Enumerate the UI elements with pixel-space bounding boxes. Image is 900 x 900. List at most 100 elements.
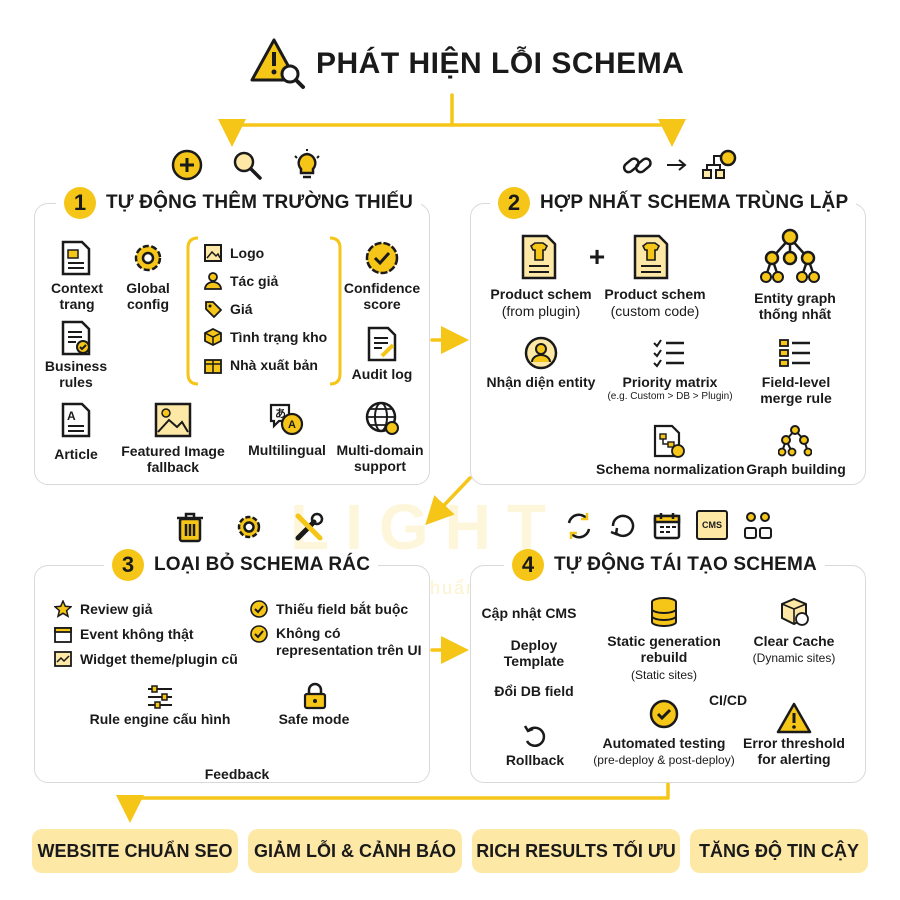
junk-label: Review giả bbox=[80, 601, 153, 617]
entity-user-icon bbox=[524, 336, 558, 370]
svg-text:あ: あ bbox=[275, 407, 286, 420]
normalization-icon bbox=[653, 424, 685, 458]
junk-label: Không có representation trên UI bbox=[276, 625, 422, 658]
cms-icon: CMS bbox=[696, 510, 728, 540]
normalization-label: Schema normalization bbox=[596, 461, 745, 477]
featured-image-label: Featured Image fallback bbox=[121, 443, 225, 475]
check-circle-icon bbox=[250, 625, 268, 643]
custom-schema-sub: (custom code) bbox=[610, 303, 700, 319]
panel2-number: 2 bbox=[498, 187, 530, 219]
calendar-icon bbox=[54, 627, 72, 643]
field-logo: Logo bbox=[204, 244, 264, 262]
field-price: Giá bbox=[204, 300, 253, 318]
field-label: Giá bbox=[230, 301, 253, 317]
entity-graph-label: Entity graph thống nhất bbox=[754, 290, 836, 322]
gear-icon bbox=[134, 244, 162, 272]
junk-label: Widget theme/plugin cũ bbox=[80, 651, 238, 667]
global-config-label: Global config bbox=[126, 280, 170, 312]
junk-fake-event: Event không thật bbox=[54, 625, 194, 643]
user-icon bbox=[204, 272, 222, 290]
priority-list-icon bbox=[653, 339, 684, 368]
multi-domain-label: Multi-domain support bbox=[336, 442, 424, 474]
badge-check-icon bbox=[365, 241, 399, 275]
translate-icon: あA bbox=[269, 403, 304, 436]
plus-sign: + bbox=[588, 241, 606, 272]
panel3-header: 3 LOẠI BỎ SCHEMA RÁC bbox=[104, 549, 379, 581]
panel4-header: 4 TỰ ĐỘNG TÁI TẠO SCHEMA bbox=[504, 549, 825, 581]
panel1-number: 1 bbox=[64, 187, 96, 219]
error-threshold-label: Error threshold for alerting bbox=[743, 735, 845, 767]
page-title: PHÁT HIỆN LỖI SCHEMA bbox=[316, 47, 685, 80]
lock-icon bbox=[303, 682, 327, 710]
panel4-header-icons: CMS bbox=[564, 510, 774, 542]
change-db-field-label: Đổi DB field bbox=[494, 683, 574, 699]
graph-building-label: Graph building bbox=[746, 461, 846, 477]
deploy-template-label: Deploy Template bbox=[503, 637, 565, 669]
business-rules-label: Business rules bbox=[44, 358, 108, 390]
rule-engine-label: Rule engine cấu hình bbox=[89, 711, 231, 727]
field-publisher: Nhà xuất bản bbox=[204, 356, 318, 374]
sync-icon bbox=[567, 513, 591, 539]
merge-rule-icon bbox=[779, 339, 810, 367]
panel3-title: LOẠI BỎ SCHEMA RÁC bbox=[154, 554, 371, 575]
priority-matrix-sub: (e.g. Custom > DB > Plugin) bbox=[607, 391, 733, 402]
update-cms-label: Cập nhật CMS bbox=[481, 605, 577, 621]
field-label: Logo bbox=[230, 245, 265, 261]
panel2-title: HỢP NHẤT SCHEMA TRÙNG LẶP bbox=[540, 192, 849, 213]
rollback-icon bbox=[523, 725, 546, 747]
svg-text:A: A bbox=[67, 409, 76, 423]
document-icon bbox=[61, 240, 91, 276]
panel4-title: TỰ ĐỘNG TÁI TẠO SCHEMA bbox=[554, 554, 817, 575]
cicd-label: CI/CD bbox=[708, 692, 748, 708]
panel1-header-icons bbox=[170, 148, 324, 182]
entity-graph-icon bbox=[760, 228, 820, 283]
globe-icon bbox=[365, 401, 399, 435]
widget-icon bbox=[54, 651, 72, 667]
box-icon bbox=[204, 328, 222, 346]
article-label: Article bbox=[54, 446, 98, 462]
sliders-icon bbox=[148, 685, 172, 709]
panel3-number: 3 bbox=[112, 549, 144, 581]
junk-missing-field: Thiếu field bắt buộc bbox=[250, 600, 408, 618]
refresh-icon bbox=[610, 514, 635, 538]
field-stock: Tình trạng kho bbox=[204, 328, 327, 346]
panel2-header-icons bbox=[620, 148, 740, 182]
image-icon bbox=[204, 244, 222, 262]
audit-log-icon bbox=[367, 326, 397, 362]
rollback-label: Rollback bbox=[505, 752, 565, 768]
calendar-icon bbox=[653, 513, 681, 540]
confidence-score-label: Confidence score bbox=[343, 280, 421, 312]
rules-document-icon bbox=[61, 320, 91, 356]
article-icon: A bbox=[61, 402, 91, 438]
gear-icon bbox=[237, 515, 261, 539]
custom-schema-title: Product schem bbox=[604, 286, 706, 302]
outcome-rich-results: RICH RESULTS TỐI ƯU bbox=[472, 829, 680, 873]
add-circle-icon bbox=[171, 149, 203, 181]
junk-fake-review: Review giả bbox=[54, 600, 152, 618]
outcome-reduce-errors: GIẢM LỖI & CẢNH BÁO bbox=[248, 829, 462, 873]
warning-magnifier-icon bbox=[250, 38, 305, 89]
outcome-reliability: TĂNG ĐỘ TIN CẬY bbox=[690, 829, 868, 873]
safe-mode-label: Safe mode bbox=[278, 711, 350, 727]
entity-id-label: Nhận diện entity bbox=[486, 374, 596, 390]
fields-bracket bbox=[186, 236, 342, 386]
field-author: Tác giả bbox=[204, 272, 278, 290]
automated-testing-sub: (pre-deploy & post-deploy) bbox=[593, 753, 735, 767]
field-level-label: Field-level merge rule bbox=[760, 374, 832, 406]
svg-text:A: A bbox=[288, 419, 296, 431]
outcome-seo: WEBSITE CHUẨN SEO bbox=[32, 829, 238, 873]
gear-network-icon bbox=[702, 149, 737, 179]
panel-remove-junk bbox=[34, 565, 430, 783]
clear-cache-label: Clear Cache bbox=[753, 633, 835, 649]
search-icon bbox=[233, 151, 262, 180]
check-circle-icon bbox=[250, 600, 268, 618]
panel3-header-icons bbox=[174, 510, 326, 544]
panel1-title: TỰ ĐỘNG THÊM TRƯỜNG THIẾU bbox=[106, 192, 414, 213]
graph-building-icon bbox=[778, 425, 812, 457]
field-label: Nhà xuất bản bbox=[230, 357, 318, 373]
feedback-label: Feedback bbox=[204, 766, 270, 782]
publisher-box-icon bbox=[204, 359, 222, 374]
junk-label: Thiếu field bắt buộc bbox=[276, 601, 409, 617]
tools-icon bbox=[295, 512, 324, 541]
field-label: Tình trạng kho bbox=[230, 329, 328, 345]
